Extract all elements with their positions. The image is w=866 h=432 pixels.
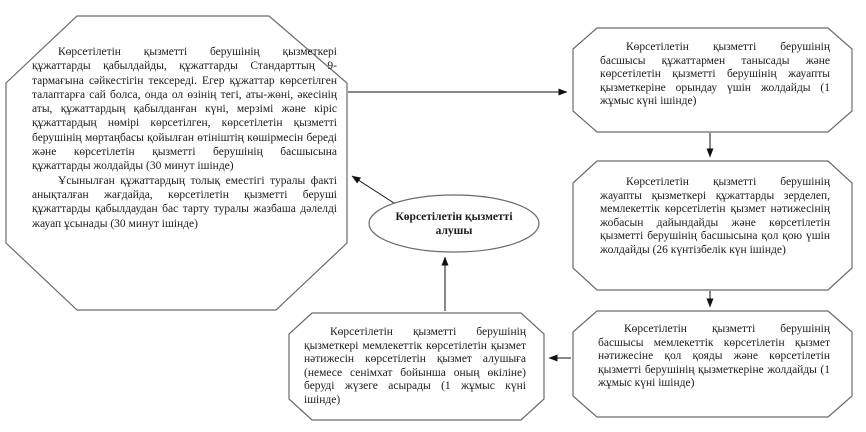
octagon-shape [572, 160, 853, 291]
octagon-shape [288, 312, 545, 421]
node-employee-intake: Көрсетілетін қызметті берушінің қызметке… [5, 15, 348, 311]
intake-paragraph-2: Ұсынылған құжаттардың толық еместігі тур… [32, 174, 337, 230]
node-head-review: Көрсетілетін қызметті берушінің басшысы … [572, 27, 853, 133]
node-head-sign-text: Көрсетілетін қызметті берушінің басшысы … [598, 323, 830, 391]
node-service-recipient: Көрсетілетін қызметті алушы [368, 194, 540, 253]
octagon-shape [572, 310, 853, 418]
ellipse-shape [368, 194, 540, 253]
recipient-label: Көрсетілетін қызметті алушы [395, 210, 513, 237]
intake-paragraph-1: Көрсетілетін қызметті берушінің қызметке… [32, 46, 337, 173]
responsible-prepare-paragraph: Көрсетілетін қызметті берушінің жауапты … [600, 176, 830, 256]
node-head-review-text: Көрсетілетін қызметті берушінің басшысы … [600, 41, 830, 109]
octagon-shape [5, 15, 348, 311]
octagon-shape [572, 27, 853, 133]
head-sign-paragraph: Көрсетілетін қызметті берушінің басшысы … [598, 323, 830, 389]
node-employee-intake-text: Көрсетілетін қызметті берушінің қызметке… [32, 45, 337, 231]
node-service-recipient-text: Көрсетілетін қызметті алушы [368, 194, 540, 253]
node-responsible-prepare-text: Көрсетілетін қызметті берушінің жауапты … [600, 176, 830, 257]
node-responsible-prepare: Көрсетілетін қызметті берушінің жауапты … [572, 160, 853, 291]
node-head-sign: Көрсетілетін қызметті берушінің басшысы … [572, 310, 853, 418]
deliver-result-paragraph: Көрсетілетін қызметті берушінің қызметке… [304, 326, 526, 406]
head-review-paragraph: Көрсетілетін қызметті берушінің басшысы … [600, 41, 830, 107]
node-deliver-result-text: Көрсетілетін қызметті берушінің қызметке… [304, 326, 526, 407]
node-deliver-result: Көрсетілетін қызметті берушінің қызметке… [288, 312, 545, 421]
